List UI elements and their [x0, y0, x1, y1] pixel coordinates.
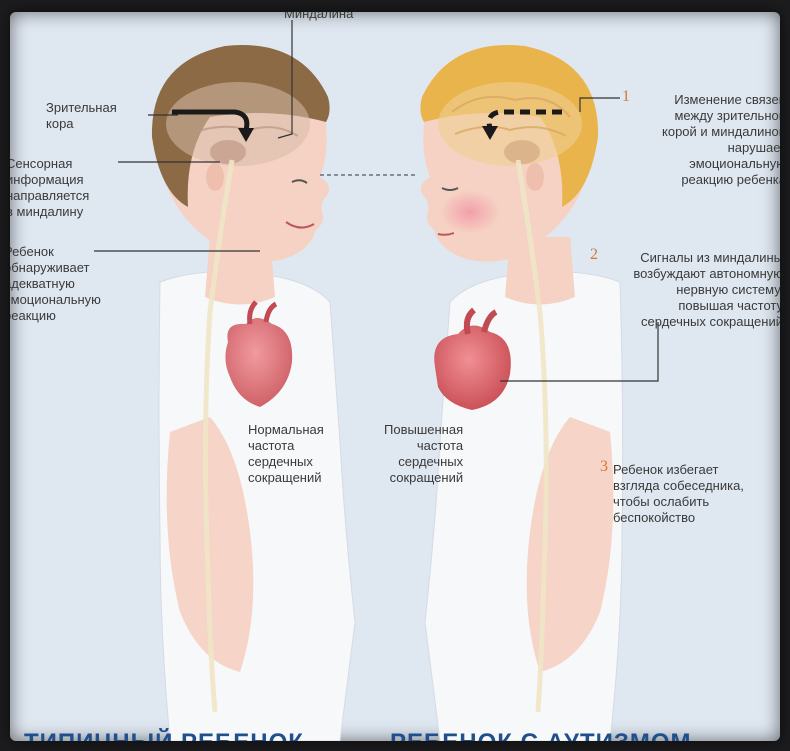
high-heart-rate-label: Повышенная частота сердечных сокращений	[384, 422, 463, 486]
diagram-panel: Миндалина Зрительная кора Сенсорная инфо…	[10, 12, 780, 741]
caption-typical-child: ТИПИЧНЫЙ РЕБЕНОК	[24, 729, 304, 741]
step-2-text: Сигналы из миндалины возбуждают автономн…	[593, 250, 780, 330]
typical-child-figure	[152, 45, 355, 741]
autistic-child-amygdala	[504, 140, 540, 164]
caption-autistic-child: РЕБЕНОК С АУТИЗМОМ	[390, 729, 692, 741]
amygdala-label: Миндалина	[284, 12, 353, 22]
step-1-text: Изменение связей между зрительной корой …	[616, 92, 780, 188]
sensory-info-label: Сенсорная информация направляется в минд…	[10, 156, 89, 220]
step-3-number: 3	[600, 458, 608, 476]
visual-cortex-label: Зрительная кора	[46, 100, 117, 132]
typical-child-amygdala	[210, 140, 246, 164]
child-detects-label: Ребенок обнаруживает адекватную эмоциона…	[10, 244, 101, 324]
step-3-text: Ребенок избегает взгляда собеседника, чт…	[613, 462, 744, 526]
autistic-child-figure	[420, 45, 622, 741]
normal-heart-rate-label: Нормальная частота сердечных сокращений	[248, 422, 324, 486]
